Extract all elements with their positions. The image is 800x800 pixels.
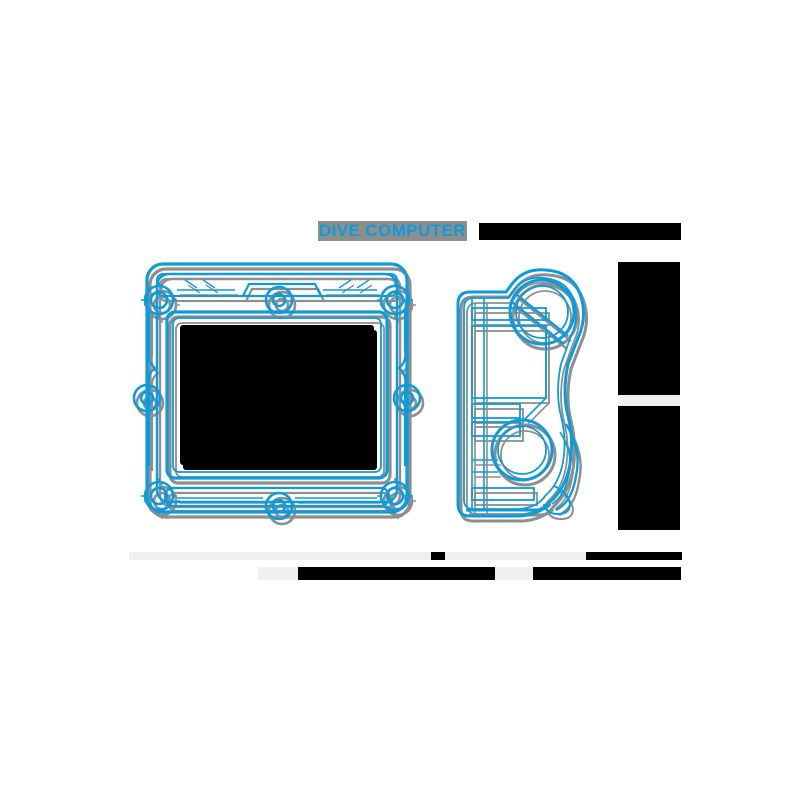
- redacted-block-top: [618, 262, 680, 395]
- caption-segment: [586, 552, 682, 560]
- caption-segment: [258, 567, 298, 580]
- redacted-block-bottom: [618, 406, 680, 530]
- caption-segment: [533, 567, 681, 580]
- redacted-block-gap: [618, 395, 680, 406]
- page-title-text: DIVE COMPUTER: [318, 221, 467, 241]
- caption-segment: [129, 552, 322, 560]
- caption-segment: [445, 552, 586, 560]
- caption-segment: [431, 552, 445, 560]
- caption-segment: [322, 552, 431, 560]
- caption-segment: [495, 567, 533, 580]
- page-title: DIVE COMPUTER: [318, 221, 467, 241]
- caption-segment: [298, 567, 495, 580]
- product-technical-drawing: [125, 250, 605, 545]
- title-redaction-bar: [479, 223, 681, 240]
